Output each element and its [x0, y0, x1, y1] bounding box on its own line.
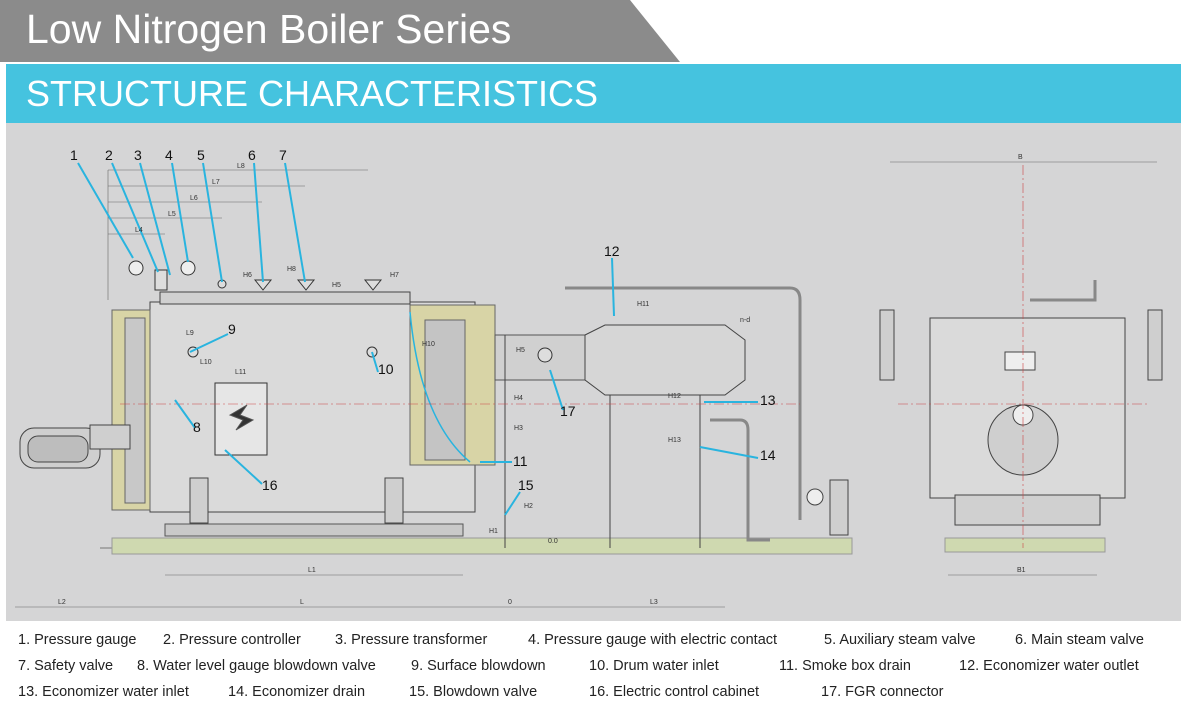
legend-item-3: 3. Pressure transformer	[335, 632, 488, 648]
callout-12: 12	[604, 243, 620, 259]
section-title: STRUCTURE CHARACTERISTICS	[26, 73, 599, 114]
legend-item-16: 16. Electric control cabinet	[589, 684, 760, 700]
callout-2: 2	[105, 147, 113, 163]
dim-label-h4: H4	[514, 395, 523, 402]
legend-item-13: 13. Economizer water inlet	[18, 684, 189, 700]
dim-label-h6: H6	[243, 272, 252, 279]
callout-8: 8	[193, 419, 201, 435]
dim-label-n-d: n-d	[740, 317, 750, 324]
dim-label-zero: 0	[508, 599, 512, 606]
legend-item-14: 14. Economizer drain	[228, 684, 366, 700]
callout-6: 6	[248, 147, 256, 163]
callout-1: 1	[70, 147, 78, 163]
dim-label-h13: H13	[668, 437, 681, 444]
dim-label-l: L	[300, 599, 304, 606]
legend: 1. Pressure gauge 2. Pressure controller…	[6, 621, 1181, 721]
dim-label-l5: L5	[168, 211, 176, 218]
dim-label-h8: H8	[287, 266, 296, 273]
dim-label-l8: L8	[237, 163, 245, 170]
dim-label-h5-top: H5	[332, 282, 341, 289]
title-bar-shape	[0, 0, 680, 62]
legend-item-9: 9. Surface blowdown	[411, 658, 546, 674]
dim-label-h3: H3	[514, 425, 523, 432]
dim-label-b1: B1	[1017, 567, 1026, 574]
legend-item-17: 17. FGR connector	[821, 684, 944, 700]
dim-label-h7: H7	[390, 272, 399, 279]
callout-14: 14	[760, 447, 776, 463]
section-bar: STRUCTURE CHARACTERISTICS	[6, 64, 1181, 123]
dim-label-l11: L11	[235, 369, 246, 376]
legend-item-12: 12. Economizer water outlet	[959, 658, 1139, 674]
callout-4: 4	[165, 147, 173, 163]
legend-item-1: 1. Pressure gauge	[18, 632, 137, 648]
legend-item-7: 7. Safety valve	[18, 658, 114, 674]
dim-label-h10: H10	[422, 341, 435, 348]
dim-label-l6: L6	[190, 195, 198, 202]
dim-label-l3: L3	[650, 599, 658, 606]
callout-3: 3	[134, 147, 142, 163]
dim-label-zero-level: 0.0	[548, 538, 558, 545]
callout-5: 5	[197, 147, 205, 163]
legend-item-11: 11. Smoke box drain	[779, 658, 911, 674]
legend-item-5: 5. Auxiliary steam valve	[824, 632, 976, 648]
callout-16: 16	[262, 477, 278, 493]
callout-17: 17	[560, 403, 576, 419]
callout-7: 7	[279, 147, 287, 163]
callout-15: 15	[518, 477, 534, 493]
dim-label-l4: L4	[135, 227, 143, 234]
dim-label-l7: L7	[212, 179, 220, 186]
dim-label-h5: H5	[516, 347, 525, 354]
title-bar: Low Nitrogen Boiler Series	[0, 0, 1187, 62]
dim-label-b: B	[1018, 154, 1023, 161]
callout-11: 11	[513, 453, 528, 469]
callout-13: 13	[760, 392, 776, 408]
legend-item-2: 2. Pressure controller	[163, 632, 301, 648]
dim-label-l2: L2	[58, 599, 66, 606]
callout-9: 9	[228, 321, 236, 337]
dim-label-l10: L10	[200, 359, 212, 366]
page-title: Low Nitrogen Boiler Series	[26, 6, 512, 52]
dim-label-h2: H2	[524, 503, 533, 510]
legend-item-8: 8. Water level gauge blowdown valve	[137, 658, 376, 674]
dim-label-h12: H12	[668, 393, 681, 400]
dim-label-l9: L9	[186, 330, 194, 337]
callout-10: 10	[378, 361, 394, 377]
legend-item-15: 15. Blowdown valve	[409, 684, 538, 700]
dim-label-l1: L1	[308, 567, 316, 574]
dim-label-h1: H1	[489, 528, 498, 535]
legend-item-4: 4. Pressure gauge with electric contact	[528, 632, 778, 648]
legend-item-6: 6. Main steam valve	[1015, 632, 1144, 648]
dim-label-h11: H11	[637, 301, 649, 308]
legend-item-10: 10. Drum water inlet	[589, 658, 719, 674]
